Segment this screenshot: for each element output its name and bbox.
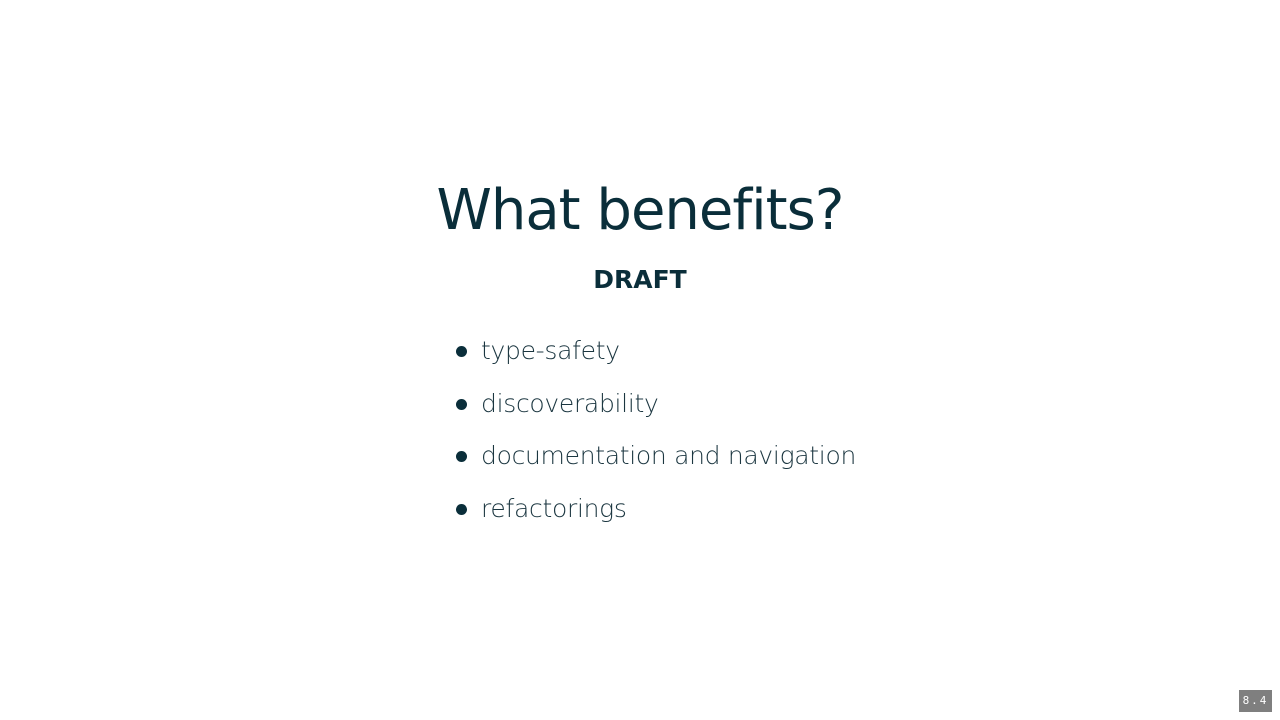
bullet-text: documentation and navigation bbox=[481, 441, 856, 470]
list-item: refactorings bbox=[453, 492, 856, 545]
list-item: discoverability bbox=[453, 387, 856, 440]
bullet-text: type-safety bbox=[481, 336, 620, 365]
slide-number-badge: 8.4 bbox=[1239, 690, 1272, 712]
bullet-icon bbox=[456, 503, 467, 515]
list-item: documentation and navigation bbox=[453, 439, 856, 492]
slide-title: What benefits? bbox=[436, 178, 844, 243]
bullet-icon bbox=[456, 346, 467, 357]
bullet-text: refactorings bbox=[481, 493, 627, 523]
bullet-list: type-safety discoverability documentatio… bbox=[453, 334, 856, 544]
bullet-icon bbox=[456, 451, 467, 462]
list-item: type-safety bbox=[453, 334, 856, 387]
bullet-text: discoverability bbox=[481, 388, 659, 418]
bullet-icon bbox=[456, 398, 467, 410]
slide-subtitle: DRAFT bbox=[593, 265, 687, 294]
